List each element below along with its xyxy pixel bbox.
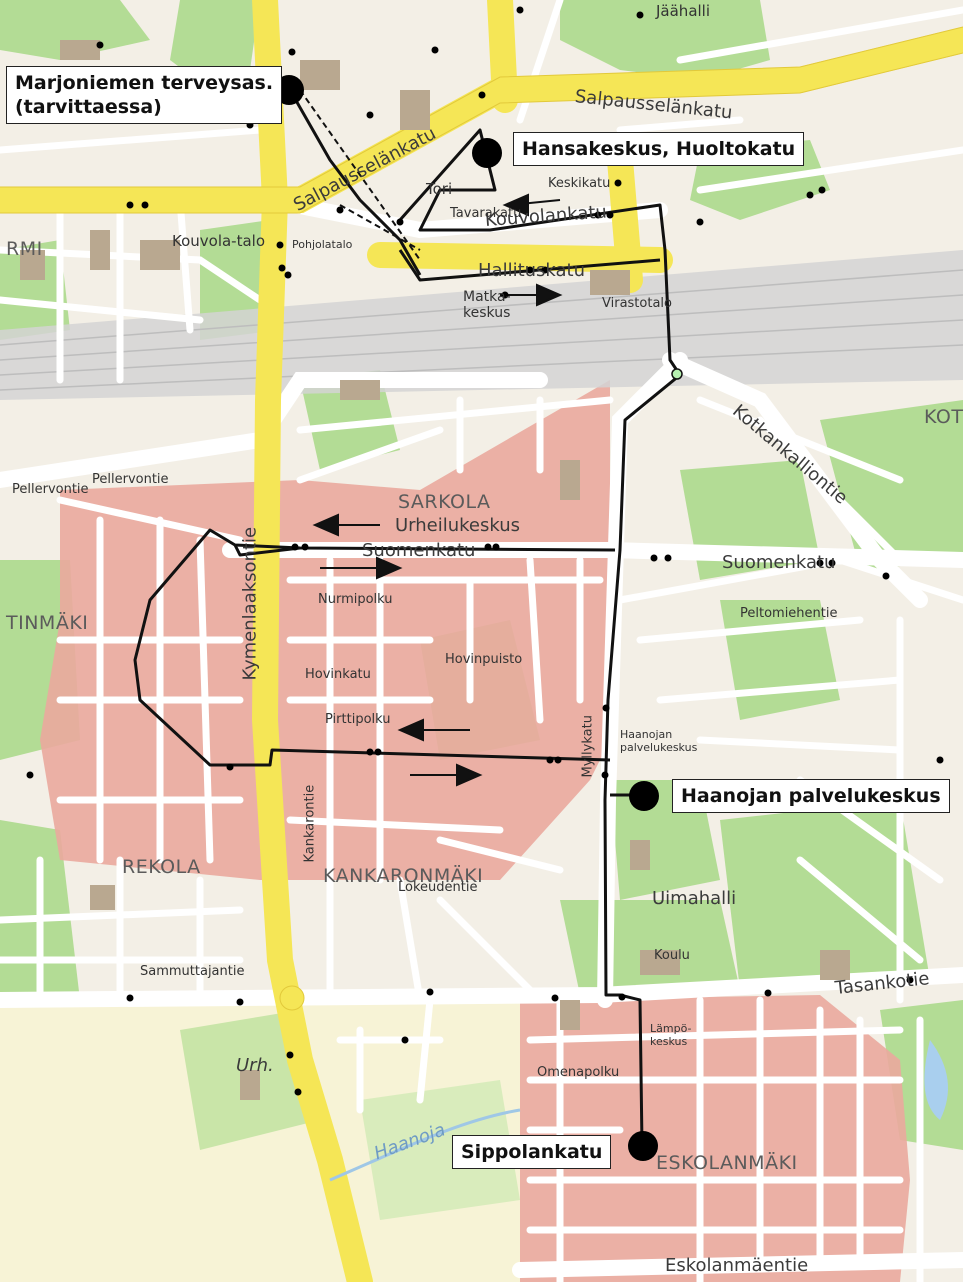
place-koulu: Koulu [654, 948, 690, 963]
street-myllykatu: Myllykatu [580, 715, 596, 778]
street-peltomiehentie: Peltomiehentie [740, 606, 838, 621]
zone-eskolanmaki [520, 995, 910, 1282]
green-area [560, 900, 740, 995]
main-road-edges [0, 26, 963, 214]
street-hovinkatu: Hovinkatu [305, 667, 371, 682]
street-hallituskatu: Hallituskatu [478, 260, 586, 281]
pond [924, 1040, 948, 1120]
terminal-sippola [628, 1131, 658, 1161]
place-matkakeskus: Matka- keskus [463, 289, 511, 321]
street-suomenkatu-e: Suomenkatu [722, 552, 836, 573]
direction-arrows [312, 193, 563, 787]
road-eskolanmaentie [512, 1252, 963, 1278]
route-marjoniemi [288, 89, 422, 276]
haanoja-stream [329, 1108, 521, 1182]
transfer-stop [671, 368, 683, 380]
road-kotkankalliontie [662, 352, 928, 608]
road-kouvolantie-north [487, 0, 518, 113]
district-kankaronmaki: KANKARONMÄKI [323, 865, 484, 887]
place-uimahalli: Uimahalli [652, 888, 737, 909]
place-jaahalli: Jäähalli [656, 2, 711, 20]
terminal-haanoja [629, 781, 659, 811]
district-sarkola: SARKOLA [398, 491, 491, 513]
route-sarkola-link [233, 544, 301, 557]
district-eskolanmaki: ESKOLANMÄKI [656, 1152, 798, 1174]
route-hallituskatu [398, 249, 661, 282]
arrow-urheilukeskus-west [312, 513, 380, 537]
roundabout [279, 985, 305, 1011]
arrow-aurnakj-east [410, 763, 483, 787]
place-pohjolatalo: Pohjolatalo [292, 238, 353, 251]
street-lokeudentie: Lokeudentie [398, 880, 478, 895]
green-area [720, 800, 930, 990]
street-pellervontie-2: Pellervontie [92, 472, 169, 487]
road-hallituskatu [367, 242, 673, 273]
arrow-saunap-west [397, 718, 470, 742]
bus-stops [26, 6, 944, 1096]
railway-yard [0, 250, 963, 400]
place-virastotalo: Virastotalo [602, 296, 672, 311]
green-area [0, 240, 70, 340]
street-keskikatu: Keskikatu [548, 176, 611, 191]
rail-lines [0, 269, 963, 391]
street-pirttipolku: Pirttipolku [325, 712, 391, 727]
label-sippola[interactable]: Sippolankatu [452, 1135, 612, 1169]
district-rmi: RMI [6, 238, 43, 260]
street-tavarakatu: Tavarakatu [450, 206, 522, 221]
route-suomenkatu [133, 528, 616, 767]
street-kankarontie: Kankarontie [302, 784, 318, 863]
place-haanojan-palvelukeskus-small: Haanojan palvelukeskus [620, 728, 698, 754]
route-east-to-south [603, 373, 681, 1146]
place-tori: Tori [426, 180, 453, 198]
label-hansakeskus[interactable]: Hansakeskus, Huoltokatu [513, 132, 805, 166]
district-rekola: REKOLA [122, 856, 201, 878]
road-keskikatu-east [607, 147, 643, 293]
arrow-piennar-east [320, 556, 403, 580]
street-kymenlaaksontie: Kymenlaaksontie [239, 526, 261, 681]
district-kot: KOT [924, 406, 963, 428]
street-eskolanmaentie: Eskolanmäentie [665, 1255, 809, 1276]
road-kymenlaaksontie [251, 0, 373, 1282]
street-suomenkatu-w: Suomenkatu [362, 540, 476, 561]
street-pellervontie: Pellervontie [12, 482, 89, 497]
arrow-keskikatu-west [502, 193, 561, 217]
street-nurmipolku: Nurmipolku [318, 592, 393, 607]
place-lampokeskus: Lämpö- keskus [650, 1022, 692, 1048]
label-haanoja[interactable]: Haanojan palvelukeskus [672, 779, 950, 813]
place-urheilukeskus: Urheilukeskus [395, 515, 521, 536]
street-omenapolku: Omenapolku [537, 1065, 620, 1080]
place-hovinpuisto: Hovinpuisto [445, 652, 523, 667]
label-marjoniemi[interactable]: Marjoniemen terveysas. (tarvittaessa) [6, 66, 283, 124]
district-tinmaki: TINMÄKI [6, 612, 89, 634]
road-tasankotie [0, 967, 963, 1008]
place-urh: Urh. [236, 1055, 274, 1076]
terminal-hansakeskus [472, 138, 502, 168]
place-kouvola-talo: Kouvola-talo [172, 232, 266, 250]
forest-patch [360, 1080, 520, 1220]
buildings [20, 40, 850, 1100]
route-dashed [299, 89, 421, 261]
street-sammuttajantie: Sammuttajantie [140, 964, 245, 979]
green-area [0, 0, 150, 60]
green-area [560, 0, 770, 80]
